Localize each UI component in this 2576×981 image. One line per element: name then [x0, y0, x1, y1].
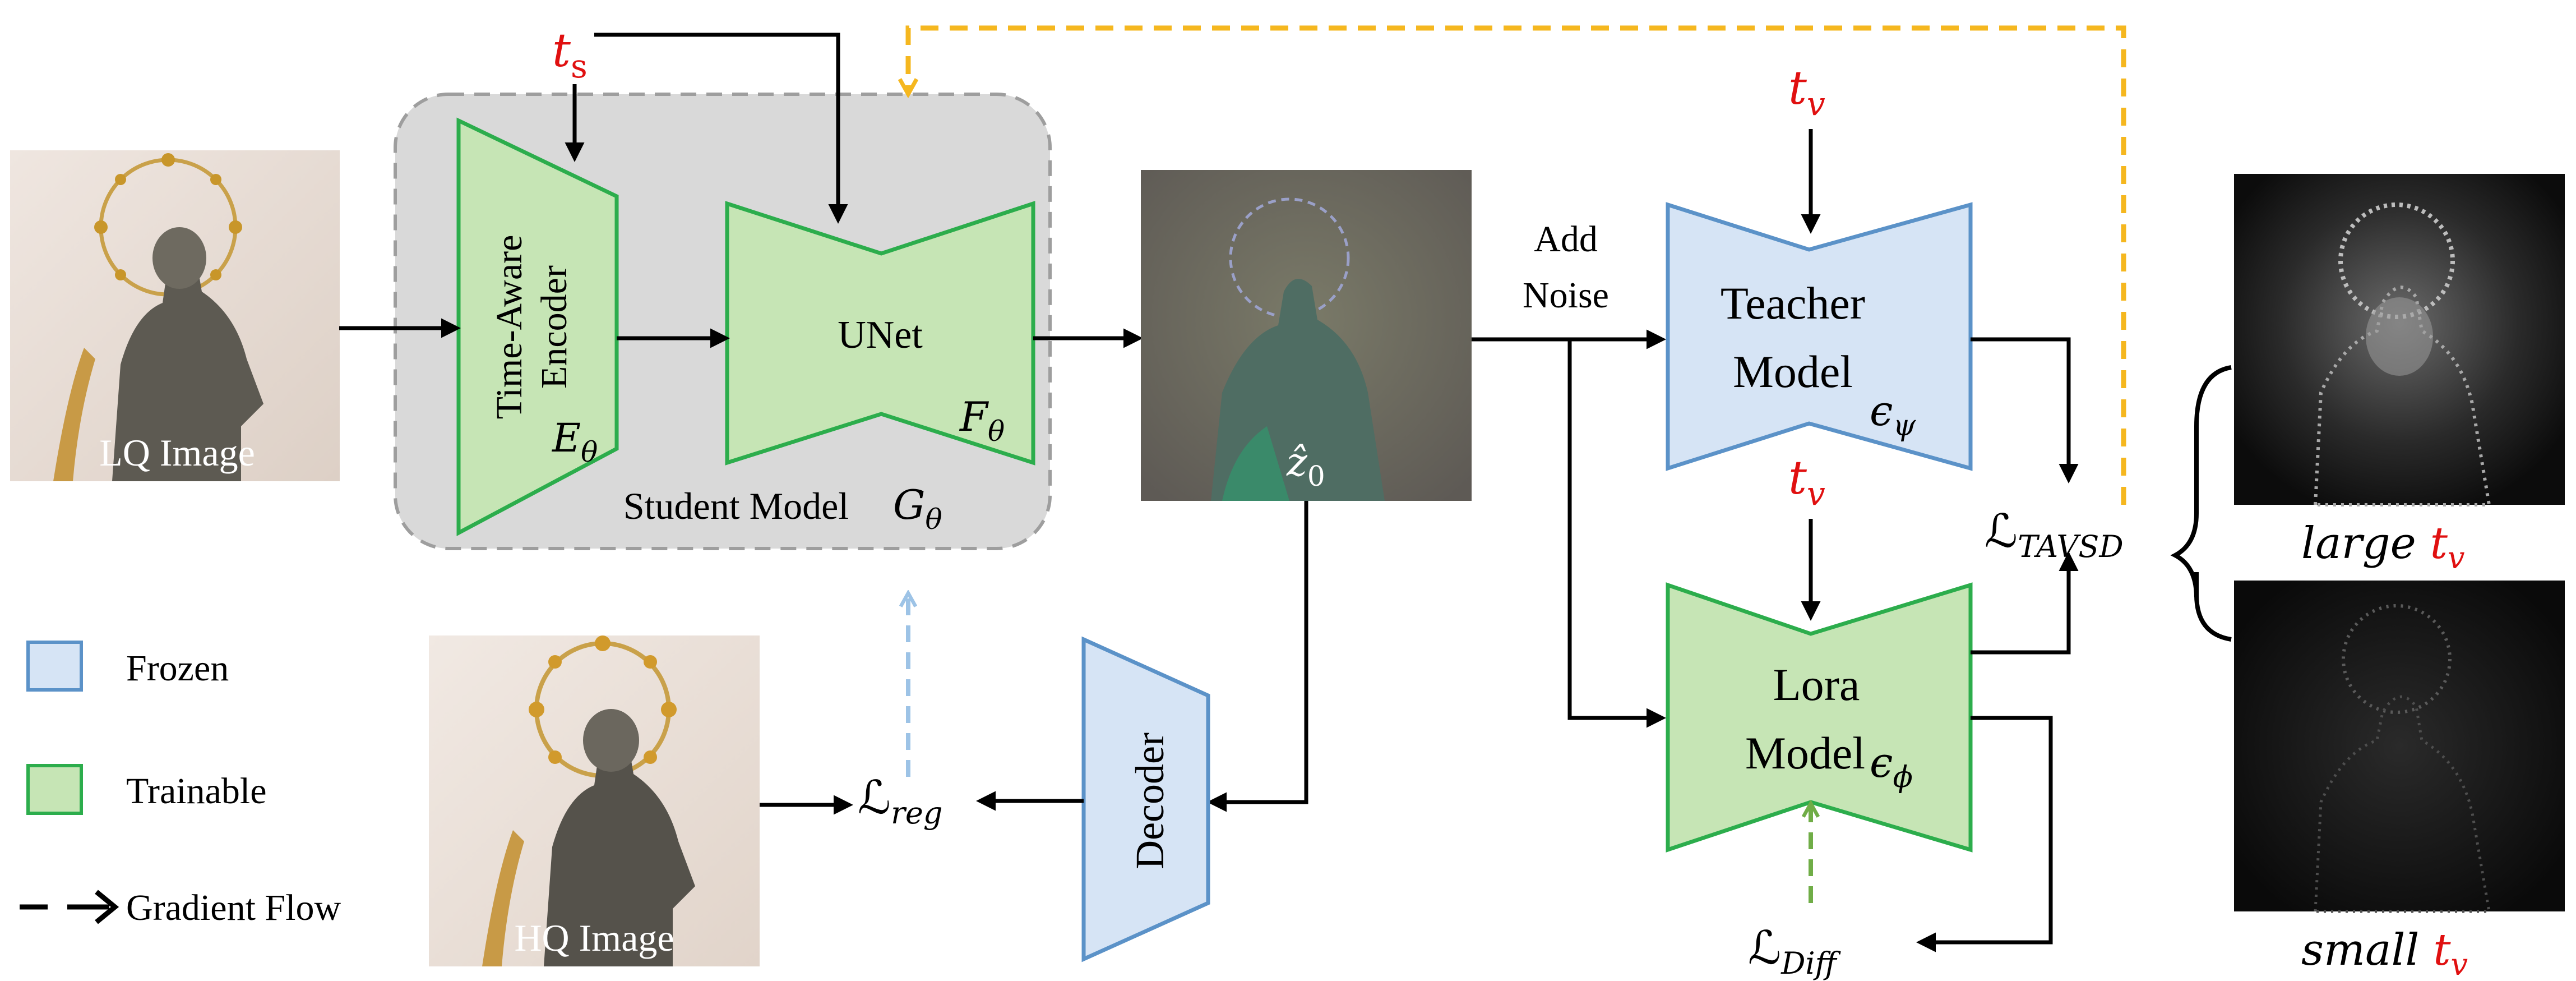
large-tv-image	[2234, 174, 2565, 506]
unet-block	[725, 201, 1035, 466]
lora-label-line2: Model	[1745, 727, 1865, 779]
lora-symbol: ϵϕ	[1870, 739, 1913, 794]
lq-image	[10, 150, 340, 481]
lq-image-label: LQ Image	[99, 431, 255, 474]
ts-to-unet-arrow	[594, 33, 848, 224]
teacher-label-line1: Teacher	[1721, 278, 1865, 329]
lora-to-tavsd-arrow	[1971, 551, 2079, 655]
latent-to-lora-arrow	[1567, 339, 1666, 728]
unet-label: UNet	[838, 314, 923, 357]
decoder-label: Decoder	[1127, 733, 1172, 869]
legend-trainable-swatch	[26, 764, 83, 815]
small-tv-caption: small tv	[2301, 925, 2468, 981]
teacher-to-tavsd-arrow	[1971, 337, 2079, 483]
legend-gradient-flow-icon	[20, 890, 119, 924]
loss-tavsd: ℒTAVSD	[1985, 505, 2124, 564]
lora-label-line1: Lora	[1773, 659, 1860, 710]
hq-image-label: HQ Image	[514, 916, 674, 959]
legend-frozen-label: Frozen	[126, 648, 229, 689]
loss-reg: ℒreg	[858, 771, 942, 831]
loss-diff: ℒDiff	[1748, 922, 1841, 981]
legend-trainable-label: Trainable	[126, 771, 267, 812]
latent-to-decoder-arrow	[1207, 501, 1308, 812]
student-model-label: Student Model	[623, 485, 849, 527]
add-noise-label-line1: Add	[1534, 219, 1598, 260]
ts-label: ts	[552, 24, 588, 85]
tv-label-teacher: tv	[1788, 62, 1825, 123]
right-curly-brace	[2170, 365, 2232, 642]
latent-symbol: ẑ0	[1286, 439, 1325, 492]
large-tv-caption: large tv	[2301, 518, 2465, 575]
student-model-symbol: Gθ	[893, 481, 942, 536]
encoder-label-line1: Time-Aware	[489, 235, 530, 420]
legend-gradient-flow-label: Gradient Flow	[126, 887, 341, 928]
lora-model-block	[1666, 582, 1973, 853]
add-noise-label-line2: Noise	[1523, 275, 1609, 316]
encoder-label-line2: Encoder	[534, 265, 575, 389]
tavsd-gradient-arrow	[908, 25, 2126, 505]
teacher-model-block	[1666, 202, 1973, 471]
tv-label-lora: tv	[1788, 452, 1825, 513]
teacher-label-line2: Model	[1733, 346, 1853, 397]
teacher-symbol: ϵψ	[1870, 387, 1916, 443]
legend-frozen-swatch	[26, 641, 83, 692]
encoder-symbol: Eθ	[551, 415, 598, 468]
small-tv-image	[2234, 581, 2565, 913]
decoder-block	[1081, 636, 1210, 962]
latent-image	[1141, 170, 1472, 501]
hq-image	[429, 635, 760, 966]
time-aware-encoder-block	[456, 117, 619, 536]
lora-to-diff-arrow	[1916, 716, 2053, 952]
unet-symbol: Fθ	[959, 393, 1005, 448]
